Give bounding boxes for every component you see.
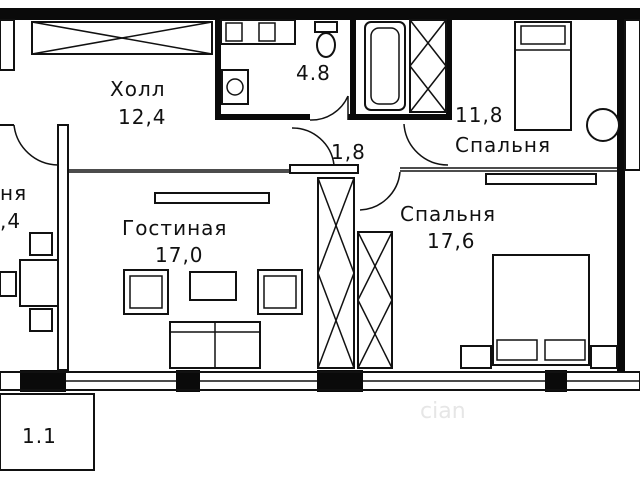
wall-living-right bbox=[289, 164, 359, 174]
bedroom-small-name: Спальня bbox=[455, 133, 551, 157]
dining-table bbox=[19, 259, 59, 307]
sink-2 bbox=[258, 22, 276, 42]
door-bedroom-big bbox=[359, 171, 401, 211]
bathroom-wall-bottom bbox=[215, 114, 310, 120]
wardrobe-left-x4 bbox=[317, 272, 355, 369]
shower-box bbox=[409, 19, 447, 113]
wardrobe-right-x4 bbox=[357, 299, 393, 369]
wall-left-vertical bbox=[57, 124, 69, 371]
right-wall-inner bbox=[624, 19, 640, 171]
washbasin-bowl bbox=[226, 78, 244, 96]
hall-name: Холл bbox=[110, 77, 166, 101]
wardrobe-right bbox=[357, 231, 393, 369]
sink-counter bbox=[220, 19, 296, 45]
bed-big-pillow-2 bbox=[544, 339, 586, 361]
nightstand-left bbox=[460, 345, 492, 369]
left-wall-upper bbox=[0, 19, 15, 71]
bed-small-pillow bbox=[520, 25, 566, 45]
armchair-left-inner bbox=[129, 275, 163, 309]
round-table bbox=[586, 108, 620, 142]
sink-1 bbox=[225, 22, 243, 42]
bed-small bbox=[514, 21, 572, 131]
radiator-living bbox=[154, 192, 270, 204]
hall-area: 12,4 bbox=[118, 105, 167, 129]
bedroom-small-area: 11,8 bbox=[455, 103, 504, 127]
bottom-wall-thin bbox=[0, 371, 640, 391]
top-wall bbox=[0, 8, 640, 20]
shower-x-2 bbox=[409, 19, 447, 67]
bottom-wall-mid1 bbox=[176, 370, 200, 392]
bedroom-big-name: Спальня bbox=[400, 202, 496, 226]
hall-wardrobe-x2 bbox=[31, 21, 213, 55]
bathroom-area: 4.8 bbox=[296, 61, 331, 85]
dining-chair-left bbox=[0, 271, 17, 297]
bottom-wall-mid2 bbox=[317, 370, 363, 392]
balcony-area: 1.1 bbox=[22, 424, 57, 448]
wardrobe-right-x2 bbox=[357, 231, 393, 301]
door-hall-left bbox=[13, 124, 59, 166]
balcony bbox=[0, 393, 95, 471]
bathroom-wall-left bbox=[215, 20, 221, 120]
bottom-wall-left bbox=[20, 370, 66, 392]
watermark: cian bbox=[420, 399, 466, 424]
coffee-table bbox=[189, 271, 237, 301]
bathtub-inner bbox=[370, 27, 400, 105]
bathroom-wall-right bbox=[446, 20, 452, 120]
armchair-right-inner bbox=[263, 275, 297, 309]
bedroom-left-name: ня bbox=[0, 181, 27, 205]
dining-chair-bottom bbox=[29, 308, 53, 332]
bottom-wall-mid3 bbox=[545, 370, 567, 392]
toilet-bowl bbox=[316, 32, 336, 58]
bathroom-wall-bottom-right bbox=[348, 114, 448, 120]
wardrobe-left bbox=[317, 177, 355, 369]
door-bedroom-small bbox=[403, 123, 449, 166]
bedroom-big-area: 17,6 bbox=[427, 229, 476, 253]
washbasin bbox=[221, 69, 249, 105]
corridor-area: 1,8 bbox=[331, 140, 366, 164]
armchair-right bbox=[257, 269, 303, 315]
shower-x-4 bbox=[409, 65, 447, 113]
door-bathroom bbox=[309, 95, 349, 121]
bathroom-wall-mid bbox=[350, 20, 356, 120]
wardrobe-left-x2 bbox=[317, 177, 355, 274]
door-corridor-left bbox=[291, 127, 335, 166]
nightstand-right bbox=[590, 345, 618, 369]
toilet-tank bbox=[314, 21, 338, 33]
living-area: 17,0 bbox=[155, 243, 204, 267]
right-wall bbox=[617, 8, 625, 372]
bathtub bbox=[364, 21, 406, 111]
bed-big-pillow-1 bbox=[496, 339, 538, 361]
living-name: Гостиная bbox=[122, 216, 227, 240]
armchair-left bbox=[123, 269, 169, 315]
radiator-bedroom bbox=[485, 173, 597, 185]
bedroom-left-area: ,4 bbox=[0, 209, 21, 233]
dining-chair-top bbox=[29, 232, 53, 256]
bed-big bbox=[492, 254, 590, 366]
